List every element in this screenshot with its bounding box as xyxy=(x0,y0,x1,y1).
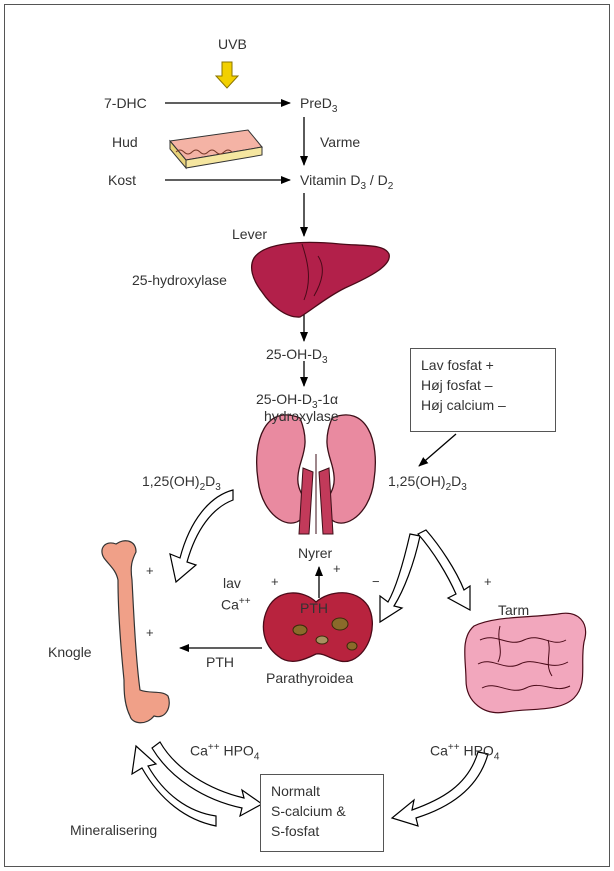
parathyroidea-label: Parathyroidea xyxy=(266,670,353,686)
hud-label: Hud xyxy=(112,134,138,150)
regulation-line-hoj-fosfat: Høj fosfat – xyxy=(421,375,545,395)
varme-label: Varme xyxy=(320,134,360,150)
kidney-icon xyxy=(257,415,376,534)
plus-sign-pth-bone: + xyxy=(146,626,154,640)
hollow-arrow-kidney-intestine xyxy=(418,530,470,610)
lav-label: lav xyxy=(223,575,241,591)
plus-sign-pth-kidney: + xyxy=(333,562,341,576)
calcitriol-left-label: 1,25(OH)2D3 xyxy=(142,473,221,496)
hydroxylase-1a-label: hydroxylase xyxy=(264,408,339,424)
skin-icon xyxy=(170,130,262,168)
uvb-arrow-icon xyxy=(216,62,238,88)
ca-hpo4-right-label: Ca++ HPO4 xyxy=(430,740,499,765)
vitamin-d-label: Vitamin D3 / D2 xyxy=(300,172,393,195)
regulation-line-hoj-calcium: Høj calcium – xyxy=(421,395,545,415)
plus-sign-lav-ca: + xyxy=(271,575,279,589)
plus-sign-calcitriol-intestine: + xyxy=(484,575,492,589)
pth-kidney-label: PTH xyxy=(300,600,328,616)
knogle-label: Knogle xyxy=(48,644,92,660)
bone-icon xyxy=(102,541,169,723)
dhc-label: 7-DHC xyxy=(104,95,147,111)
calcitriol-right-label: 1,25(OH)2D3 xyxy=(388,473,467,496)
normal-box: Normalt S-calcium & S-fosfat xyxy=(260,774,384,852)
plus-sign-calcitriol-bone: + xyxy=(146,564,154,578)
pred3-label: PreD3 xyxy=(300,95,337,118)
minus-sign-calcitriol-parathyroid: − xyxy=(372,575,380,589)
nyrer-label: Nyrer xyxy=(298,545,332,561)
hollow-arrow-calcitriol-bone xyxy=(170,490,233,582)
ca-label: Ca++ xyxy=(221,594,251,613)
normal-line-normalt: Normalt xyxy=(271,781,373,801)
oh-d3-label: 25-OH-D3 xyxy=(266,346,328,369)
mineralisering-label: Mineralisering xyxy=(70,822,157,838)
kost-label: Kost xyxy=(108,172,136,188)
uvb-label: UVB xyxy=(218,36,247,52)
hydroxylase25-label: 25-hydroxylase xyxy=(132,272,227,288)
arrow-regulation-calcitriol xyxy=(419,434,456,466)
regulation-line-lav-fosfat: Lav fosfat + xyxy=(421,355,545,375)
liver-icon xyxy=(252,242,390,317)
intestine-icon xyxy=(465,613,586,712)
tarm-label: Tarm xyxy=(498,602,529,618)
hollow-arrow-kidney-parathyroid xyxy=(380,534,420,622)
normal-line-s-fosfat: S-fosfat xyxy=(271,821,373,841)
regulation-box: Lav fosfat + Høj fosfat – Høj calcium – xyxy=(410,348,556,432)
pth-bone-label: PTH xyxy=(206,654,234,670)
normal-line-s-calcium: S-calcium & xyxy=(271,801,373,821)
lever-label: Lever xyxy=(232,226,267,242)
ca-hpo4-left-label: Ca++ HPO4 xyxy=(190,740,259,765)
